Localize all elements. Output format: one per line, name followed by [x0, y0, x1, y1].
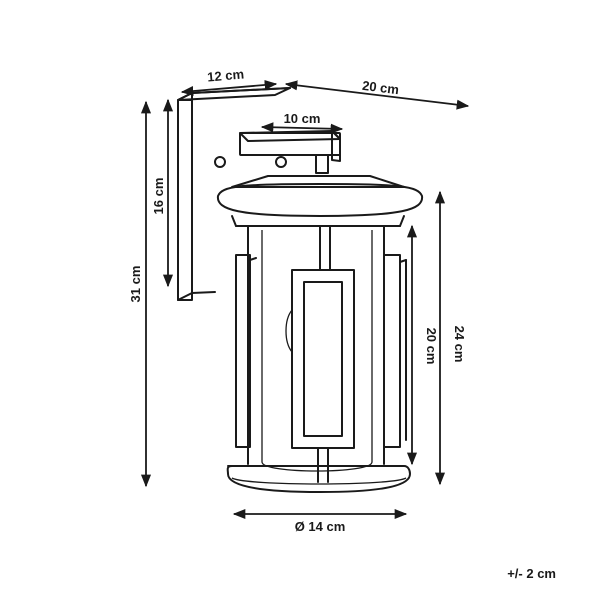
- dim-line-total-depth: [284, 80, 470, 110]
- glass-cylinder: [247, 225, 385, 472]
- lantern-roof: [216, 175, 424, 227]
- label-total-height: 31 cm: [128, 266, 143, 303]
- screw-bottom: [275, 156, 287, 168]
- label-diameter: Ø 14 cm: [295, 519, 346, 534]
- screw-top: [214, 156, 226, 168]
- label-total-depth: 20 cm: [361, 78, 399, 97]
- dim-line-backplate-width: [180, 79, 278, 97]
- label-arm-length: 10 cm: [284, 111, 321, 126]
- lantern-base: [226, 465, 411, 493]
- bulb-frame: [285, 225, 355, 483]
- label-body-height: 24 cm: [452, 326, 467, 363]
- dimension-labels: 12 cm 20 cm 10 cm 16 cm 31 cm 20 cm 24 c…: [128, 66, 556, 581]
- dim-line-arm-length: [260, 122, 344, 134]
- mounting-arm: [239, 130, 341, 174]
- label-backplate-width: 12 cm: [207, 66, 245, 84]
- label-tolerance: +/- 2 cm: [507, 566, 556, 581]
- label-backplate-height: 16 cm: [151, 178, 166, 215]
- lantern-illustration: [177, 87, 424, 493]
- wall-backplate: [177, 87, 291, 301]
- label-glass-height: 20 cm: [424, 328, 439, 365]
- dimension-lines: [140, 79, 470, 520]
- side-posts: [235, 254, 407, 448]
